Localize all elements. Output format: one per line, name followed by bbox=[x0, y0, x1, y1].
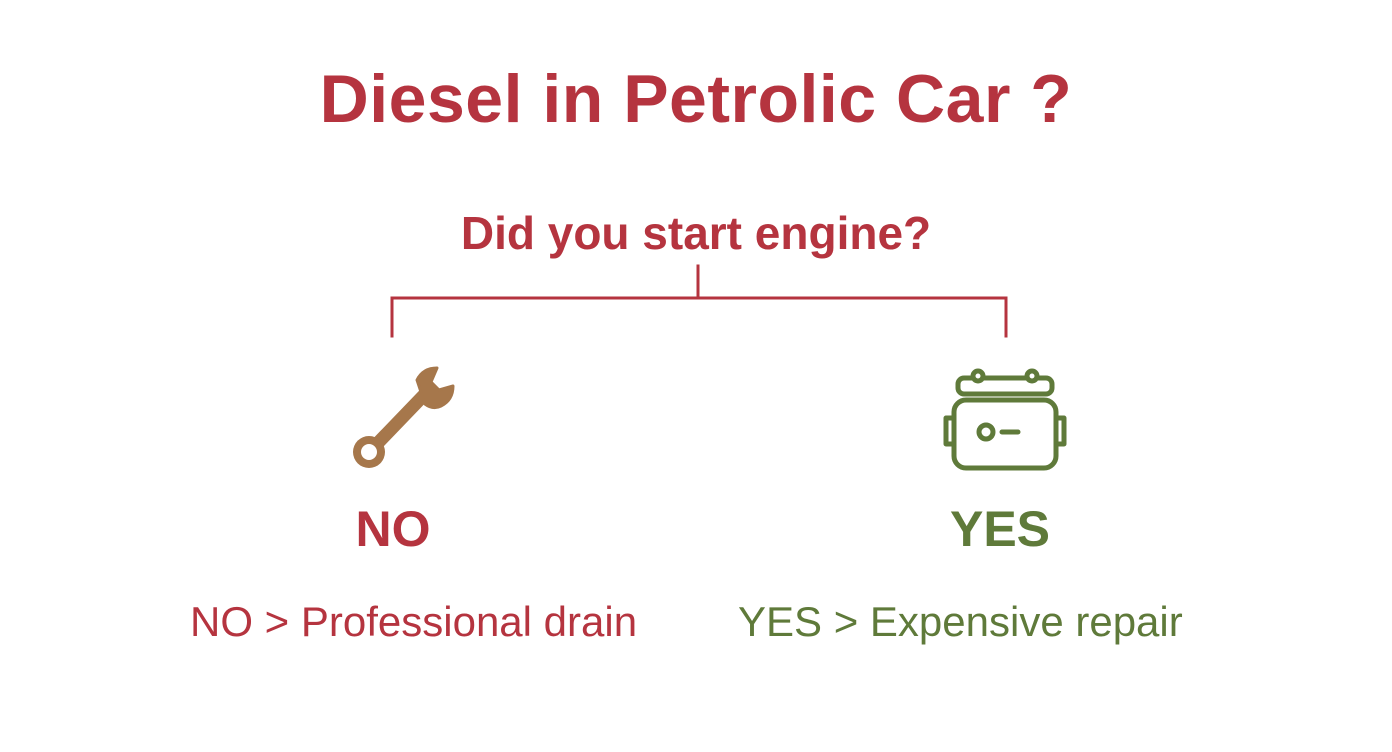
no-branch-label: NO bbox=[355, 501, 431, 557]
no-outcome-text: NO > Professional drain bbox=[190, 598, 638, 645]
yes-outcome-text: YES > Expensive repair bbox=[738, 598, 1183, 645]
engine-icon bbox=[940, 366, 1070, 481]
yes-branch-label: YES bbox=[949, 501, 1051, 557]
diagram-title: Diesel in Petrolic Car ? bbox=[319, 61, 1073, 137]
decision-question: Did you start engine? bbox=[460, 207, 932, 259]
wrench-icon bbox=[345, 360, 465, 485]
